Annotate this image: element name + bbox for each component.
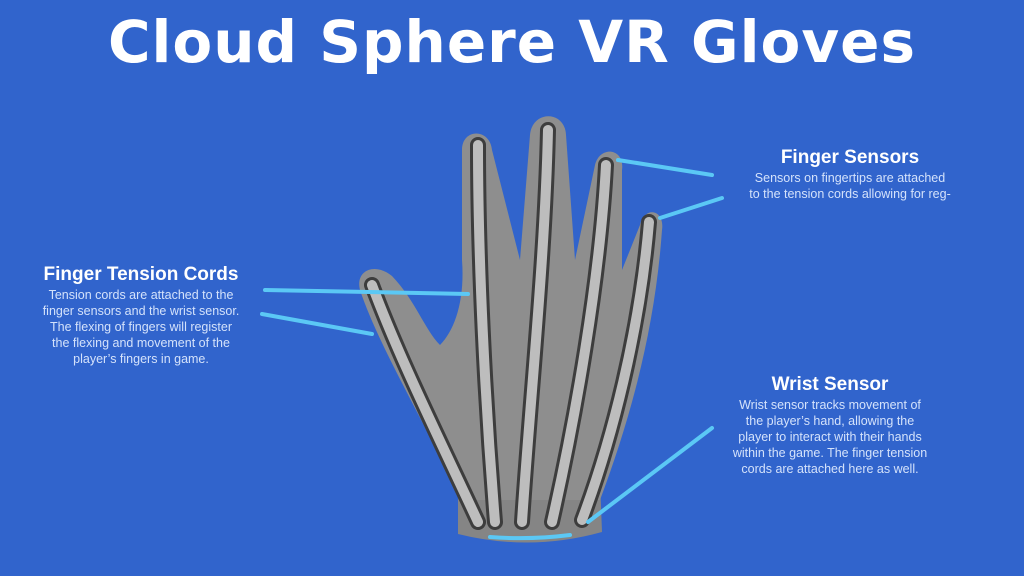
callout-text: the player’s hand, allowing the: [745, 414, 915, 428]
finger-sensor-line: [616, 158, 714, 177]
callout-heading: Wrist Sensor: [771, 374, 889, 395]
wrist-sensor-callout: Wrist Sensor Wrist sensor tracks movemen…: [700, 373, 960, 477]
callout-lines: [260, 158, 724, 541]
page-title: Cloud Sphere VR Gloves: [107, 8, 917, 76]
callout-heading: Finger Sensors: [780, 147, 920, 168]
tension-cord-line: [263, 288, 470, 296]
tension-cord-line: [260, 312, 374, 336]
glove-icon: [359, 116, 663, 543]
callout-text: player’s fingers in game.: [73, 352, 209, 366]
callout-text: Sensors on fingertips are attached: [754, 171, 946, 185]
callout-text: finger sensors and the wrist sensor.: [42, 304, 240, 318]
finger-sensors-callout: Finger Sensors Sensors on fingertips are…: [700, 146, 1000, 202]
callout-text: player to interact with their hands: [738, 430, 922, 444]
wrist-sensor-line: [586, 426, 714, 524]
callout-text: within the game. The finger tension: [732, 446, 928, 460]
callout-heading: Finger Tension Cords: [43, 264, 239, 285]
callout-text: the flexing and movement of the: [52, 336, 230, 350]
tension-cords-callout: Finger Tension Cords Tension cords are a…: [10, 263, 272, 367]
wrist-sensor-band: [488, 533, 572, 541]
callout-text: The flexing of fingers will register: [49, 320, 233, 334]
callout-text: Wrist sensor tracks movement of: [739, 398, 921, 412]
callout-text: Tension cords are attached to the: [48, 288, 234, 302]
finger-sensor-line: [658, 196, 724, 220]
callout-text: cords are attached here as well.: [741, 462, 919, 476]
callout-text: to the tension cords allowing for reg-: [749, 187, 951, 201]
